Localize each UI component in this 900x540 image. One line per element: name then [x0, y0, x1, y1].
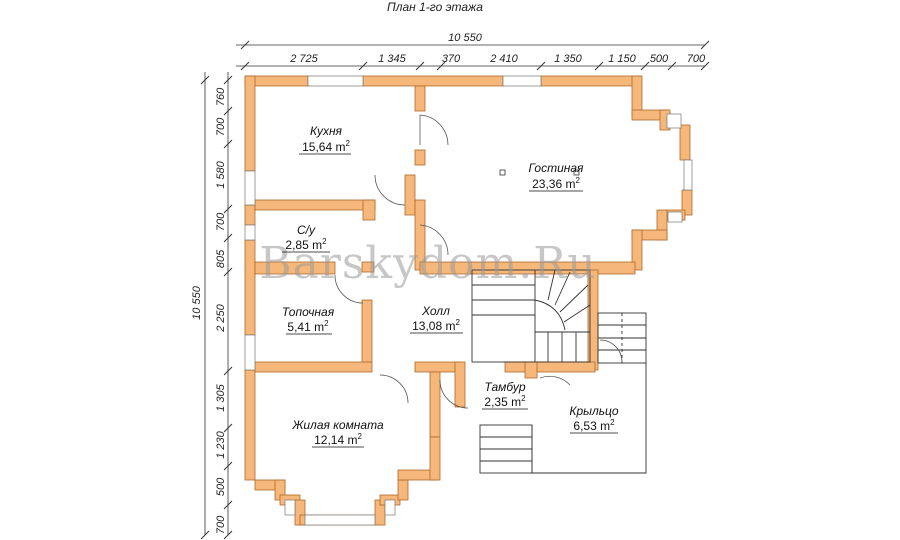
- top-dim-8: 700: [687, 53, 706, 65]
- ceiling-marker: [499, 169, 506, 176]
- room-area: 13,08 m2: [412, 318, 460, 333]
- wall-segment: [631, 229, 643, 271]
- wall-segment: [429, 371, 441, 438]
- window: [384, 499, 396, 516]
- top-dim-2: 1 345: [378, 53, 406, 65]
- windows: [244, 75, 693, 526]
- room-living: Гостиная 23,36 m2: [529, 161, 584, 192]
- wall-segment: [397, 479, 409, 501]
- wall-segment: [244, 75, 256, 172]
- top-dimensions: 10 550 2 725 1 345 370 2 410 1 350 1 150…: [236, 32, 710, 71]
- room-name: Кухня: [310, 124, 343, 138]
- doors: [334, 114, 623, 409]
- window: [667, 211, 683, 223]
- window: [244, 334, 256, 371]
- window: [666, 113, 682, 129]
- window: [304, 514, 376, 526]
- wall-segment: [504, 361, 596, 373]
- top-dim-3: 370: [442, 53, 461, 65]
- wall-segment: [244, 239, 256, 336]
- window: [284, 499, 296, 516]
- window: [244, 224, 256, 241]
- left-dim-4: 700: [215, 212, 227, 231]
- room-porch: Крыльцо 6,53 m2: [569, 404, 619, 434]
- room-area: 12,14 m2: [314, 432, 362, 447]
- wall-segment: [362, 75, 504, 87]
- room-area: 23,36 m2: [532, 176, 580, 191]
- wall-segment: [362, 199, 376, 221]
- wall-segment: [524, 361, 538, 379]
- top-dim-6: 1 150: [608, 53, 636, 65]
- wall-segment: [540, 75, 642, 87]
- room-area: 2,35 m2: [484, 394, 526, 409]
- left-dimensions: 10 550 760 700 1 580 700 805 2 250 1 305…: [191, 72, 233, 540]
- wall-segment: [679, 124, 691, 161]
- top-dim-1: 2 725: [289, 53, 318, 65]
- window: [307, 75, 364, 87]
- wall-segment: [361, 299, 373, 363]
- top-dim-7: 500: [650, 53, 669, 65]
- wall-segment: [414, 149, 426, 166]
- stairs: [471, 269, 647, 474]
- top-total-dimension: 10 550: [448, 32, 483, 44]
- room-bathroom: С/у 2,85 m2: [282, 223, 330, 253]
- window: [683, 159, 693, 191]
- room-name: Жилая комната: [291, 418, 384, 432]
- wall-segment: [254, 199, 376, 211]
- room-name: С/у: [297, 223, 316, 237]
- window: [244, 170, 256, 206]
- wall-segment: [429, 436, 441, 481]
- wall-segment: [361, 261, 375, 273]
- room-name: Гостиная: [529, 161, 584, 175]
- room-area: 2,85 m2: [285, 237, 327, 252]
- room-name: Холл: [421, 304, 450, 318]
- top-dim-4: 2 410: [489, 53, 518, 65]
- room-kitchen: Кухня 15,64 m2: [299, 124, 351, 155]
- room-bedroom: Жилая комната 12,14 m2: [291, 418, 384, 448]
- room-area: 5,41 m2: [287, 319, 329, 334]
- room-area: 15,64 m2: [302, 139, 350, 154]
- left-dim-2: 700: [215, 117, 227, 136]
- left-dim-9: 500: [215, 477, 227, 496]
- room-hall: Холл 13,08 m2: [410, 304, 463, 334]
- room-vestibule: Тамбур 2,35 m2: [482, 380, 528, 410]
- top-dim-5: 1 350: [554, 53, 582, 65]
- wall-segment: [419, 261, 636, 275]
- wall-segment: [404, 174, 416, 216]
- left-dim-8: 1 230: [215, 430, 227, 458]
- left-total-dimension: 10 550: [191, 285, 203, 320]
- wall-segment: [254, 361, 373, 373]
- wall-segment: [414, 361, 461, 373]
- wall-segment: [254, 261, 336, 275]
- wall-segment: [244, 204, 256, 226]
- room-boiler: Топочная 5,41 m2: [282, 305, 335, 335]
- wall-segment: [244, 369, 256, 481]
- left-dim-3: 1 580: [215, 160, 227, 188]
- window: [502, 75, 542, 87]
- room-name: Крыльцо: [569, 404, 619, 418]
- room-name: Тамбур: [484, 380, 525, 394]
- ceiling-marker: [573, 169, 580, 176]
- plan-title: План 1-го этажа: [387, 0, 483, 14]
- left-dim-7: 1 305: [215, 383, 227, 411]
- left-dim-5: 805: [215, 249, 227, 268]
- wall-segment: [414, 85, 426, 112]
- room-area: 6,53 m2: [573, 418, 615, 433]
- watermark: Barskydom.Ru: [259, 238, 597, 289]
- left-dim-1: 760: [215, 87, 227, 106]
- left-dim-10: 700: [215, 515, 227, 534]
- room-name: Топочная: [282, 305, 335, 319]
- left-dim-6: 2 250: [215, 303, 227, 332]
- wall-segment: [454, 361, 466, 408]
